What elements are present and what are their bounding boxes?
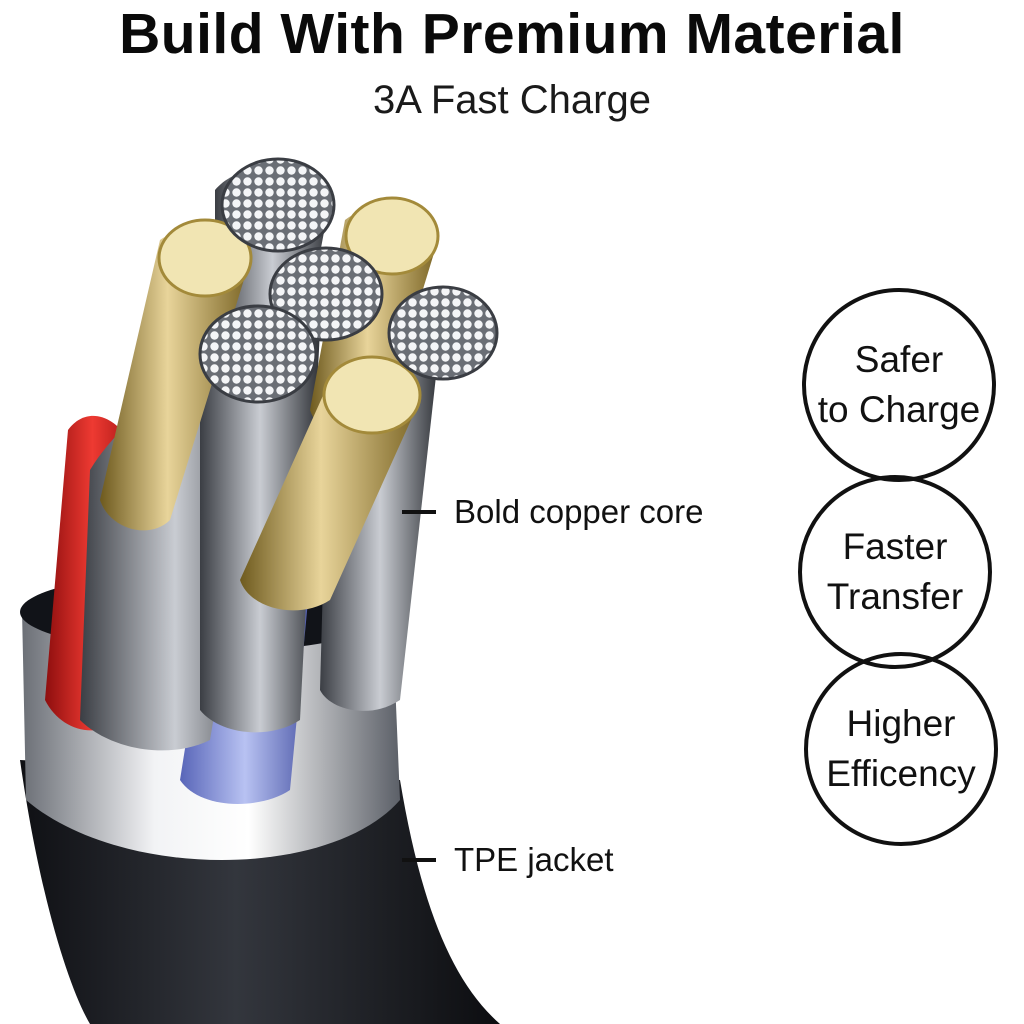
callout-tick [402,510,436,514]
page-subtitle: 3A Fast Charge [373,78,651,122]
feature-badge-higher: Higher Efficency [804,652,998,846]
strand-face-center [268,246,384,342]
callout-copper-core: Bold copper core [402,493,703,531]
callout-label: Bold copper core [454,493,704,530]
strand-face-right [387,285,499,381]
badge-line: Higher [846,703,956,744]
strand-face-top [220,157,336,253]
badge-line: to Charge [817,389,981,430]
callout-tick [402,858,436,862]
feature-badge-safer: Safer to Charge [802,288,996,482]
gold-conductor-left [100,231,250,531]
badge-line: Efficency [826,753,976,794]
strand-face-left [198,304,318,404]
callout-label: TPE jacket [454,841,614,878]
callout-tpe-jacket: TPE jacket [402,841,614,879]
badge-line: Safer [854,339,944,380]
strand-bundle-center [200,311,320,733]
cable-cross-section-illustration [20,157,500,1024]
feature-badge-faster: Faster Transfer [798,475,992,669]
badge-line: Faster [842,526,948,567]
page-title: Build With Premium Material [119,2,905,66]
badge-line: Transfer [826,576,964,617]
